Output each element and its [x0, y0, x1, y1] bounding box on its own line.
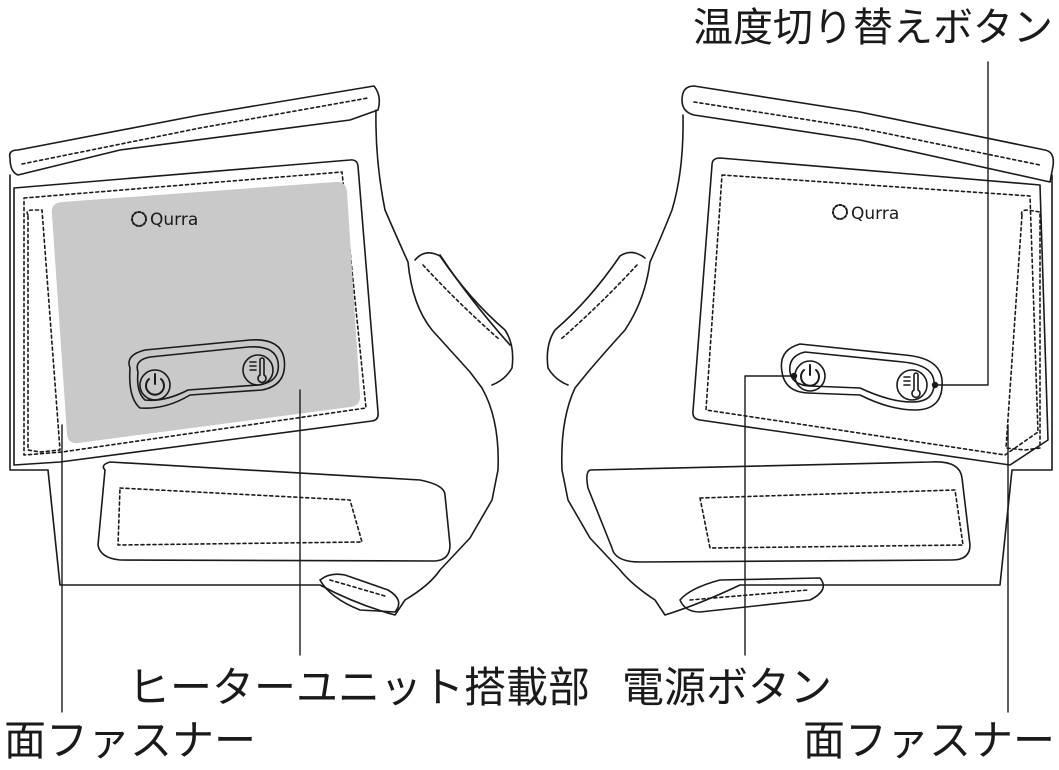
callout-lines: [61, 61, 1009, 713]
velcro-label-left: 面ファスナー: [4, 716, 257, 765]
velcro-label-right: 面ファスナー: [802, 716, 1055, 765]
right-foot-warmer: [546, 85, 1055, 616]
power-button-label: 電源ボタン: [622, 663, 833, 712]
logo-text-right: Qurra: [851, 204, 899, 224]
heater-unit-label: ヒーターユニット搭載部: [128, 663, 591, 712]
left-foot-warmer: [8, 85, 514, 616]
logo-text-left: Qurra: [150, 210, 198, 230]
temperature-switch-label: 温度切り替えボタン: [693, 5, 1053, 51]
